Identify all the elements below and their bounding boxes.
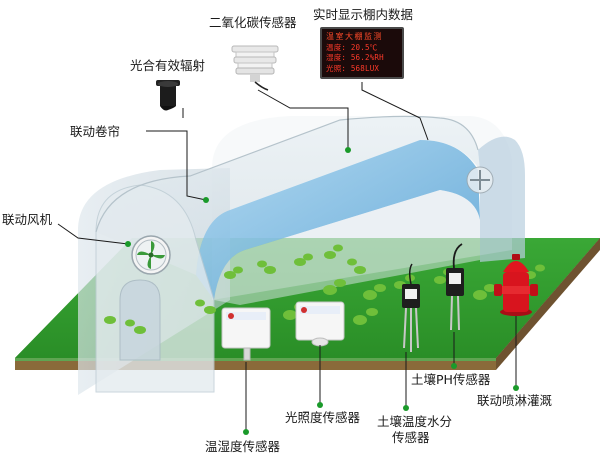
- realtime-data-display: 温室大棚监测 温度: 20.5℃ 湿度: 56.2%RH 光照: 568LUX: [320, 27, 404, 79]
- leader-lines: [57, 82, 517, 432]
- display-temperature: 温度: 20.5℃: [326, 42, 378, 52]
- label-roller-blind: 联动卷帘: [70, 124, 121, 139]
- label-soil-temp-moisture-line2: 传感器: [392, 430, 430, 445]
- label-realtime-display: 实时显示棚内数据: [313, 7, 414, 22]
- sprinkler-hydrant: [494, 254, 538, 316]
- label-soil-ph-sensor: 土壤PH传感器: [411, 372, 491, 387]
- display-humidity: 湿度: 56.2%RH: [326, 53, 384, 62]
- fan-right-icon: [466, 166, 494, 194]
- light-sensor-device: [295, 301, 345, 347]
- leader-dots: [125, 147, 519, 435]
- label-fan: 联动风机: [2, 212, 53, 227]
- label-co2-sensor: 二氧化碳传感器: [209, 15, 297, 30]
- fan-icon: [131, 235, 171, 275]
- label-soil-temp-moisture-line1: 土壤温度水分: [377, 414, 453, 429]
- greenhouse: [78, 115, 525, 395]
- par-sensor-device: [156, 80, 180, 111]
- label-light-sensor: 光照度传感器: [285, 410, 361, 425]
- display-title: 温室大棚监测: [326, 32, 383, 41]
- label-sprinkler: 联动喷淋灌溉: [477, 393, 553, 408]
- temp-humidity-sensor-device: [221, 307, 271, 361]
- display-light: 光照: 568LUX: [326, 63, 380, 73]
- label-temp-humidity-sensor: 温湿度传感器: [205, 439, 281, 454]
- co2-sensor-device: [231, 45, 279, 91]
- soil-ph-sensor-device: [446, 243, 464, 331]
- label-par-sensor: 光合有效辐射: [130, 58, 206, 73]
- soil-temp-moisture-sensor-device: [402, 263, 420, 352]
